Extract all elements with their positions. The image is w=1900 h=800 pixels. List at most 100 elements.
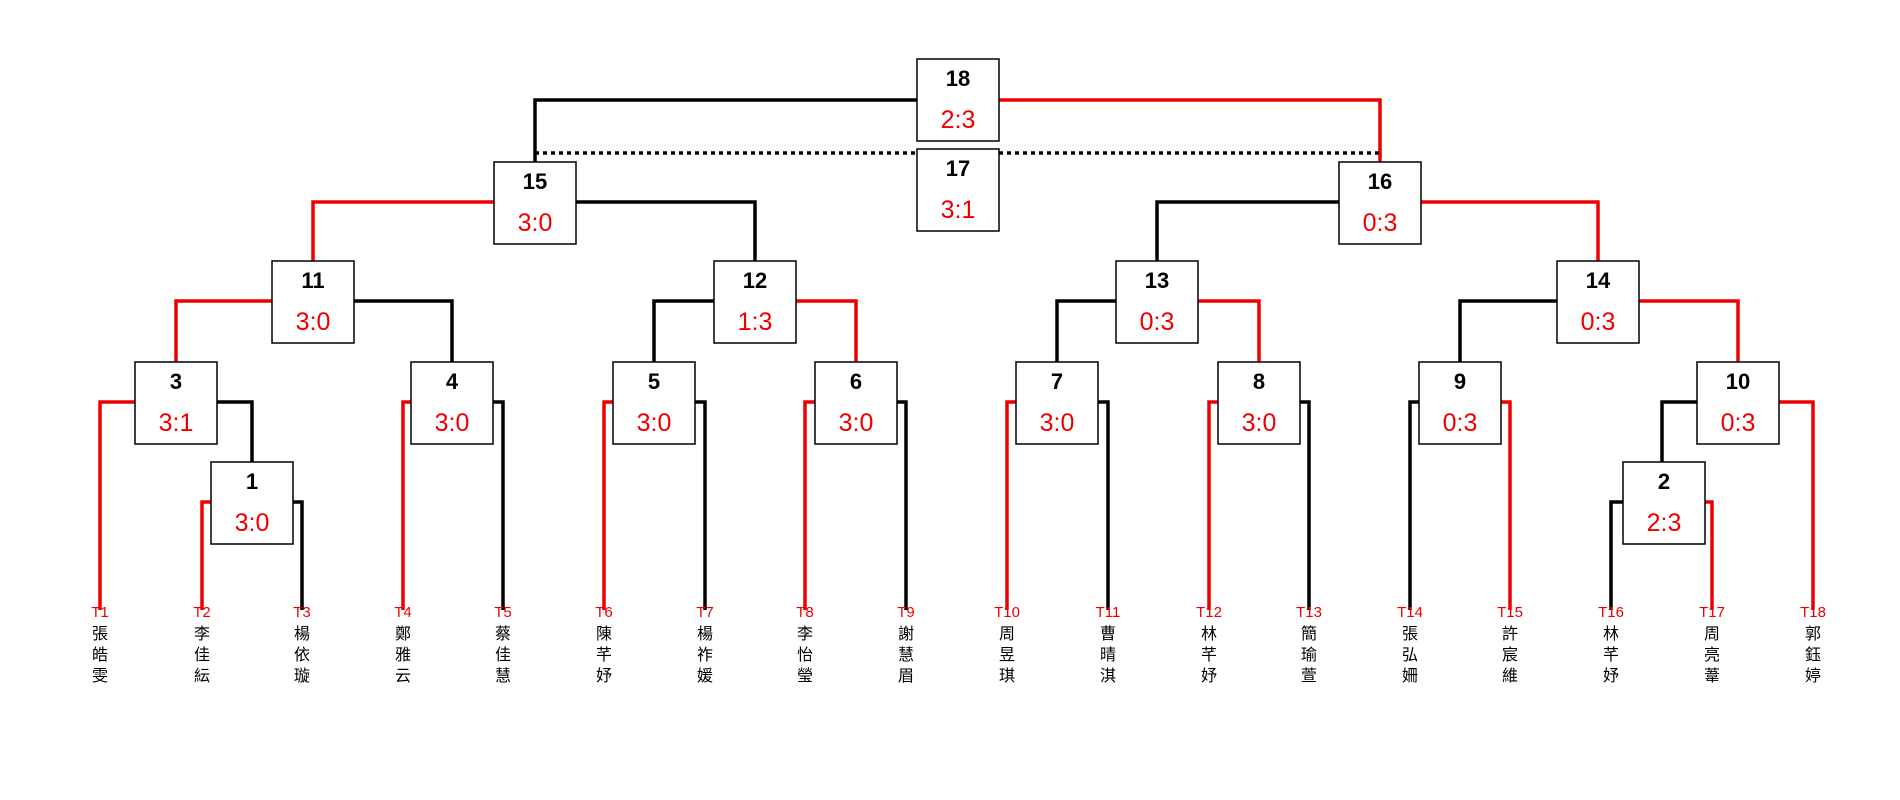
match-box-frame: [210, 461, 294, 545]
team-name: 李佳紜: [194, 624, 210, 685]
team-code: T13: [1296, 604, 1322, 621]
connector-line: [652, 299, 714, 362]
match-box-1: 1 3:0: [210, 461, 294, 545]
connector-line: [354, 299, 454, 362]
team-entry-T3: T3 楊依璇: [293, 604, 311, 685]
team-code: T6: [595, 604, 613, 621]
connector-line: [1458, 299, 1557, 362]
team-code: T12: [1196, 604, 1222, 621]
team-name: 李怡瑩: [797, 624, 813, 685]
match-score: 2:3: [941, 106, 976, 134]
connector-line: [98, 400, 135, 610]
connector-line: [1198, 299, 1261, 362]
match-score: 3:0: [518, 209, 553, 237]
connector-line: [217, 400, 254, 462]
connector-line: [1609, 500, 1623, 610]
match-number: 8: [1253, 369, 1265, 394]
match-score: 0:3: [1721, 409, 1756, 437]
match-number: 11: [301, 268, 324, 293]
connector-line: [1098, 400, 1110, 610]
team-name: 楊祚媛: [697, 624, 713, 685]
match-box-frame: [271, 260, 355, 344]
match-box-17: 17 3:1: [916, 148, 1000, 232]
connector-line: [1639, 299, 1740, 362]
connector-line: [803, 400, 815, 610]
match-number: 7: [1051, 369, 1063, 394]
match-score: 2:3: [1647, 509, 1682, 537]
match-score: 3:0: [1242, 409, 1277, 437]
connector-line: [602, 400, 613, 610]
match-box-2: 2 2:3: [1622, 461, 1706, 545]
match-score: 0:3: [1140, 308, 1175, 336]
match-box-frame: [814, 361, 898, 445]
connector-line: [1005, 400, 1016, 610]
match-number: 15: [523, 169, 547, 194]
team-name: 曹晴淇: [1100, 624, 1116, 685]
match-boxes: 18 2:3 17 3:1 15 3:0 16 0:3 11 3:0 1 2 1:3 130:3 14 0:3…: [134, 58, 1780, 545]
connector-line: [796, 299, 858, 362]
match-score: 3:0: [1040, 409, 1075, 437]
connector-line: [1705, 500, 1714, 610]
match-score: 3:0: [296, 308, 331, 336]
match-score: 0:3: [1581, 308, 1616, 336]
team-code: T16: [1598, 604, 1624, 621]
match-number: 10: [1726, 369, 1750, 394]
connector-line: [401, 400, 411, 610]
match-score: 1:3: [738, 308, 773, 336]
match-number: 4: [446, 369, 459, 394]
team-name: 鄭雅云: [395, 624, 411, 685]
match-score: 0:3: [1443, 409, 1478, 437]
connector-line: [1779, 400, 1815, 610]
team-code: T18: [1800, 604, 1826, 621]
match-box-14: 14 0:3: [1556, 260, 1640, 344]
match-box-frame: [916, 148, 1000, 232]
match-box-10: 10 0:3: [1696, 361, 1780, 445]
team-code: T4: [394, 604, 412, 621]
connector-line: [311, 200, 494, 261]
team-name: 簡瑜萱: [1301, 624, 1317, 685]
team-name: 張皓雯: [92, 624, 108, 685]
team-name: 楊依璇: [294, 624, 310, 685]
team-code: T7: [696, 604, 714, 621]
match-number: 2: [1658, 469, 1670, 494]
connector-line: [533, 98, 917, 162]
connector-line: [200, 500, 211, 610]
match-box-6: 63:0: [814, 361, 898, 445]
match-score: 3:1: [941, 196, 976, 224]
team-name: 張弘姍: [1402, 624, 1418, 685]
match-box-3: 33:1: [134, 361, 218, 445]
team-code: T15: [1497, 604, 1523, 621]
match-box-4: 43:0: [410, 361, 494, 445]
team-entry-T14: T14 張弘姍: [1397, 604, 1423, 685]
match-score: 3:0: [637, 409, 672, 437]
team-code: T17: [1699, 604, 1725, 621]
team-code: T14: [1397, 604, 1423, 621]
team-entry-T7: T7 楊祚媛: [696, 604, 714, 685]
team-name: 許宸維: [1502, 624, 1518, 685]
connector-line: [999, 98, 1382, 162]
match-box-frame: [1115, 260, 1199, 344]
match-number: 17: [946, 156, 970, 181]
match-number: 16: [1368, 169, 1392, 194]
connector-line: [897, 400, 908, 610]
match-score: 3:0: [235, 509, 270, 537]
team-entry-T13: T13 簡瑜萱: [1296, 604, 1322, 685]
match-box-frame: [916, 58, 1000, 142]
connector-line: [1501, 400, 1512, 610]
match-number: 18: [946, 66, 970, 91]
match-number: 1: [246, 469, 258, 494]
team-code: T3: [293, 604, 311, 621]
match-box-frame: [1622, 461, 1706, 545]
team-name: 蔡佳慧: [495, 624, 511, 685]
match-box-13: 130:3: [1115, 260, 1199, 344]
connector-line: [1155, 200, 1339, 261]
team-list: T1張皓雯T2李佳紜T3楊依璇T4鄭雅云T5蔡佳慧T6陳芊妤T7楊祚媛T8李怡瑩…: [91, 604, 1826, 685]
match-box-frame: [1696, 361, 1780, 445]
match-number: 14: [1586, 268, 1611, 293]
